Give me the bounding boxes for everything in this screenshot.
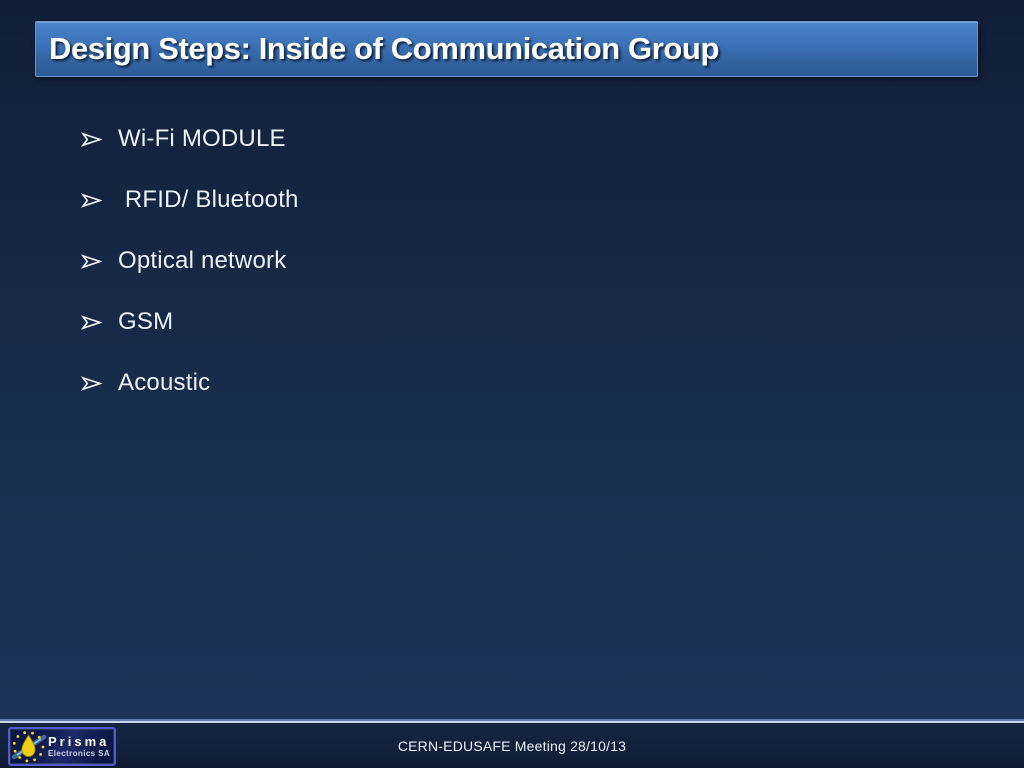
footer-band: CERN-EDUSAFE Meeting 28/10/13 (0, 723, 1024, 768)
arrow-bullet-icon (81, 375, 102, 391)
divider-line-soft (0, 719, 1024, 721)
title-banner: Design Steps: Inside of Communication Gr… (35, 21, 978, 77)
logo-text: Prisma Electronics SA (48, 735, 110, 758)
divider-line-bright (0, 721, 1024, 723)
bullet-label: GSM (118, 308, 174, 335)
prisma-flame-stars-icon (11, 730, 47, 762)
bullet-list: Wi-Fi MODULE RFID/ Bluetooth Optical net… (81, 125, 299, 430)
list-item: GSM (81, 308, 299, 336)
prisma-logo: Prisma Electronics SA (8, 727, 116, 766)
list-item: RFID/ Bluetooth (81, 186, 299, 214)
arrow-bullet-icon (81, 192, 102, 208)
logo-name: Prisma (48, 734, 110, 749)
arrow-bullet-icon (81, 314, 102, 330)
arrow-bullet-icon (81, 253, 102, 269)
page-title: Design Steps: Inside of Communication Gr… (49, 31, 720, 66)
footer-text: CERN-EDUSAFE Meeting 28/10/13 (397, 737, 627, 754)
bullet-label: Acoustic (118, 369, 211, 396)
arrow-bullet-icon (81, 131, 102, 147)
list-item: Optical network (81, 247, 299, 275)
list-item: Acoustic (81, 369, 299, 397)
logo-subtitle: Electronics SA (48, 749, 111, 758)
bullet-label: Optical network (118, 247, 287, 274)
footer-divider (0, 719, 1024, 723)
list-item: Wi-Fi MODULE (81, 125, 299, 153)
bullet-label: Wi-Fi MODULE (118, 125, 286, 152)
bullet-label: RFID/ Bluetooth (118, 186, 299, 213)
